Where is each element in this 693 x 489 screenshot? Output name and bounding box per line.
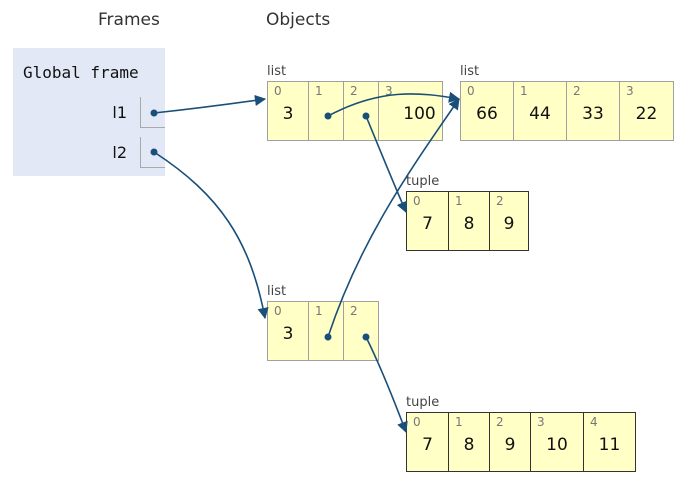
object-type-label: list [267, 64, 287, 79]
cell-index: 3 [385, 84, 393, 98]
cell-index: 2 [573, 84, 581, 98]
pointer-slot [140, 137, 165, 168]
cell-value: 7 [422, 435, 433, 455]
cell-value: 22 [635, 104, 658, 124]
object-type-label: list [460, 64, 480, 79]
cell-index: 1 [315, 84, 323, 98]
pointer-slot [140, 97, 165, 128]
list-cell: 3 100 [378, 82, 442, 140]
list-cell: 2 [343, 302, 378, 360]
cell-value: 8 [463, 435, 475, 455]
list-cell: 1 [308, 82, 343, 140]
cell-index: 3 [626, 84, 634, 98]
cell-index: 0 [413, 194, 421, 208]
object-type-label: list [267, 284, 287, 299]
cell-index: 2 [496, 194, 504, 208]
variable-l2: l2 [13, 137, 165, 169]
cell-index: 1 [455, 194, 463, 208]
cell-index: 2 [350, 84, 358, 98]
cell-value: 3 [282, 104, 294, 124]
cell-index: 1 [520, 84, 528, 98]
cell-index: 4 [590, 415, 598, 429]
frames-header: Frames [98, 10, 160, 30]
object-type-label: tuple [406, 395, 440, 410]
cell-index: 2 [496, 415, 504, 429]
cell-value: 9 [504, 435, 516, 455]
cell-value: 9 [503, 214, 515, 234]
variable-l1: l1 [13, 97, 165, 129]
objects-header: Objects [266, 10, 331, 30]
arrow-l1-to-list-a [153, 94, 267, 114]
cell-value: 66 [476, 104, 498, 124]
cell-value: 10 [546, 435, 568, 455]
arrow-l2-to-list-c [153, 151, 269, 320]
cell-value: 8 [463, 214, 475, 234]
cell-value: 100 [403, 104, 436, 124]
cell-index: 1 [315, 304, 323, 318]
variable-name: l2 [112, 143, 127, 162]
list-cell: 1 [308, 302, 343, 360]
cell-index: 3 [537, 415, 545, 429]
cell-index: 0 [467, 84, 475, 98]
frame-title: Global frame [23, 63, 139, 82]
cell-index: 0 [413, 415, 421, 429]
cell-value: 3 [282, 324, 294, 344]
cell-value: 33 [582, 104, 604, 124]
cell-index: 2 [350, 304, 358, 318]
list-cell: 2 [343, 82, 378, 140]
cell-value: 44 [529, 104, 551, 124]
cell-index: 0 [274, 84, 282, 98]
cell-index: 1 [455, 415, 463, 429]
global-frame: Global frame l1 l2 [13, 48, 165, 176]
cell-value: 11 [598, 435, 621, 455]
object-type-label: tuple [406, 174, 440, 189]
variable-name: l1 [112, 103, 127, 122]
cell-index: 0 [274, 304, 282, 318]
cell-value: 7 [422, 214, 433, 234]
